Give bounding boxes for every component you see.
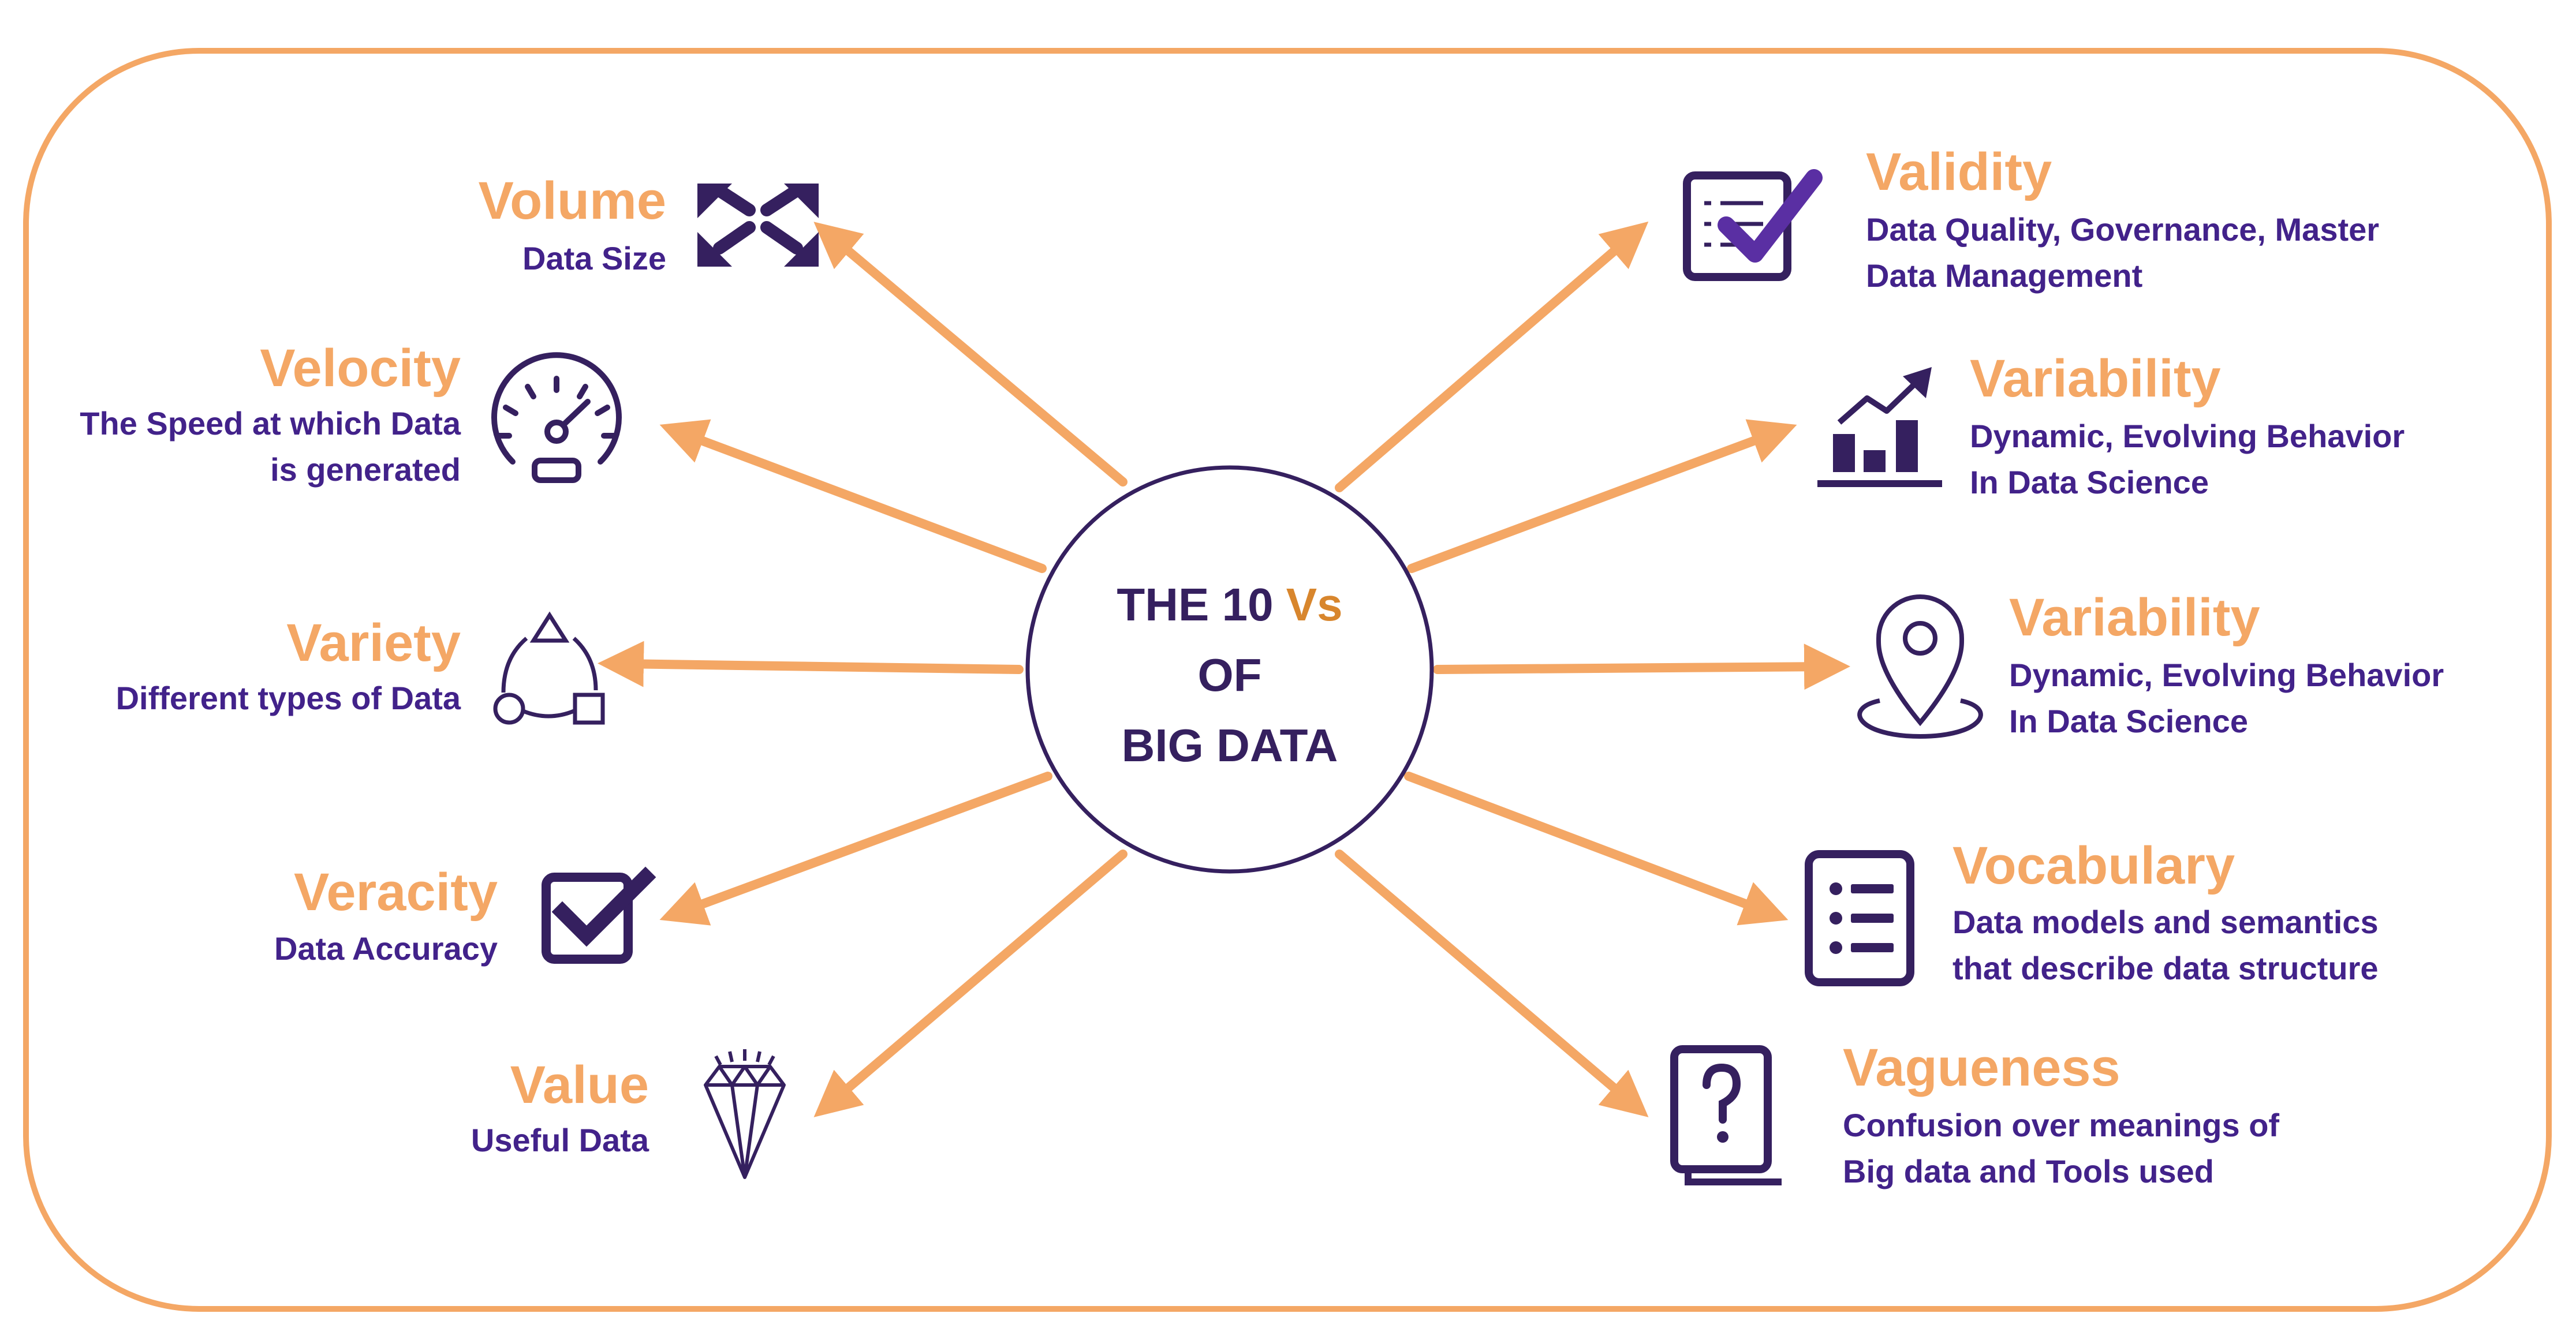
checkbox-icon	[542, 866, 656, 964]
value-title: Value	[510, 1056, 649, 1114]
expand-arrows-icon	[697, 184, 819, 267]
variability-desc-2: Dynamic, Evolving Behavior In Data Scien…	[2009, 657, 2444, 739]
variability-desc-1: Dynamic, Evolving Behavior In Data Scien…	[1970, 418, 2405, 500]
vagueness-desc: Confusion over meanings of Big data and …	[1843, 1107, 2280, 1189]
vagueness-title: Vagueness	[1843, 1038, 2120, 1097]
arrow-to-vagueness	[1335, 850, 1649, 1117]
center-line-2: OF	[1197, 649, 1262, 701]
validity-title: Validity	[1866, 143, 2052, 201]
outer-frame	[23, 48, 2552, 1312]
arrow-to-variability-2	[1433, 643, 1850, 690]
arrow-to-value	[813, 850, 1128, 1117]
volume-title: Volume	[478, 171, 666, 230]
diamond-icon	[704, 1049, 786, 1179]
center-label: THE 10 Vs OF BIG DATA	[1028, 473, 1432, 877]
arrow-to-volume	[813, 222, 1128, 487]
variety-desc: Different types of Data	[115, 680, 461, 716]
vocabulary-desc: Data models and semantics that describe …	[1952, 904, 2379, 986]
speedometer-icon	[491, 352, 622, 483]
variability-title-1: Variability	[1970, 349, 2221, 408]
list-icon	[1805, 850, 1914, 986]
variety-title: Variety	[286, 613, 461, 672]
arrow-to-validity	[1335, 221, 1649, 492]
map-pin-icon	[1857, 594, 1983, 739]
veracity-title: Veracity	[294, 863, 498, 922]
bar-chart-trend-icon	[1817, 367, 1942, 487]
question-cards-icon	[1670, 1045, 1782, 1185]
volume-desc: Data Size	[522, 240, 666, 276]
variability-title-2: Variability	[2009, 588, 2260, 647]
center-line-3: BIG DATA	[1121, 720, 1338, 771]
vocabulary-title: Vocabulary	[1952, 836, 2235, 895]
arrow-to-vocabulary	[1404, 772, 1789, 926]
center-circle	[1025, 465, 1434, 874]
velocity-desc: The Speed at which Data is generated	[80, 405, 461, 488]
center-vs: Vs	[1286, 579, 1343, 630]
value-desc: Useful Data	[471, 1122, 649, 1158]
checklist-icon	[1683, 169, 1823, 281]
arrow-to-variability-1	[1407, 419, 1797, 573]
arrow-to-veracity	[659, 772, 1052, 926]
veracity-desc: Data Accuracy	[274, 930, 498, 967]
center-line-1: THE 10 Vs	[1117, 579, 1343, 630]
shapes-cycle-icon	[493, 611, 605, 725]
validity-desc: Data Quality, Governance, Master Data Ma…	[1866, 211, 2380, 294]
arrow-to-velocity	[659, 419, 1047, 573]
velocity-title: Velocity	[260, 339, 461, 398]
arrow-to-variety	[598, 641, 1024, 687]
